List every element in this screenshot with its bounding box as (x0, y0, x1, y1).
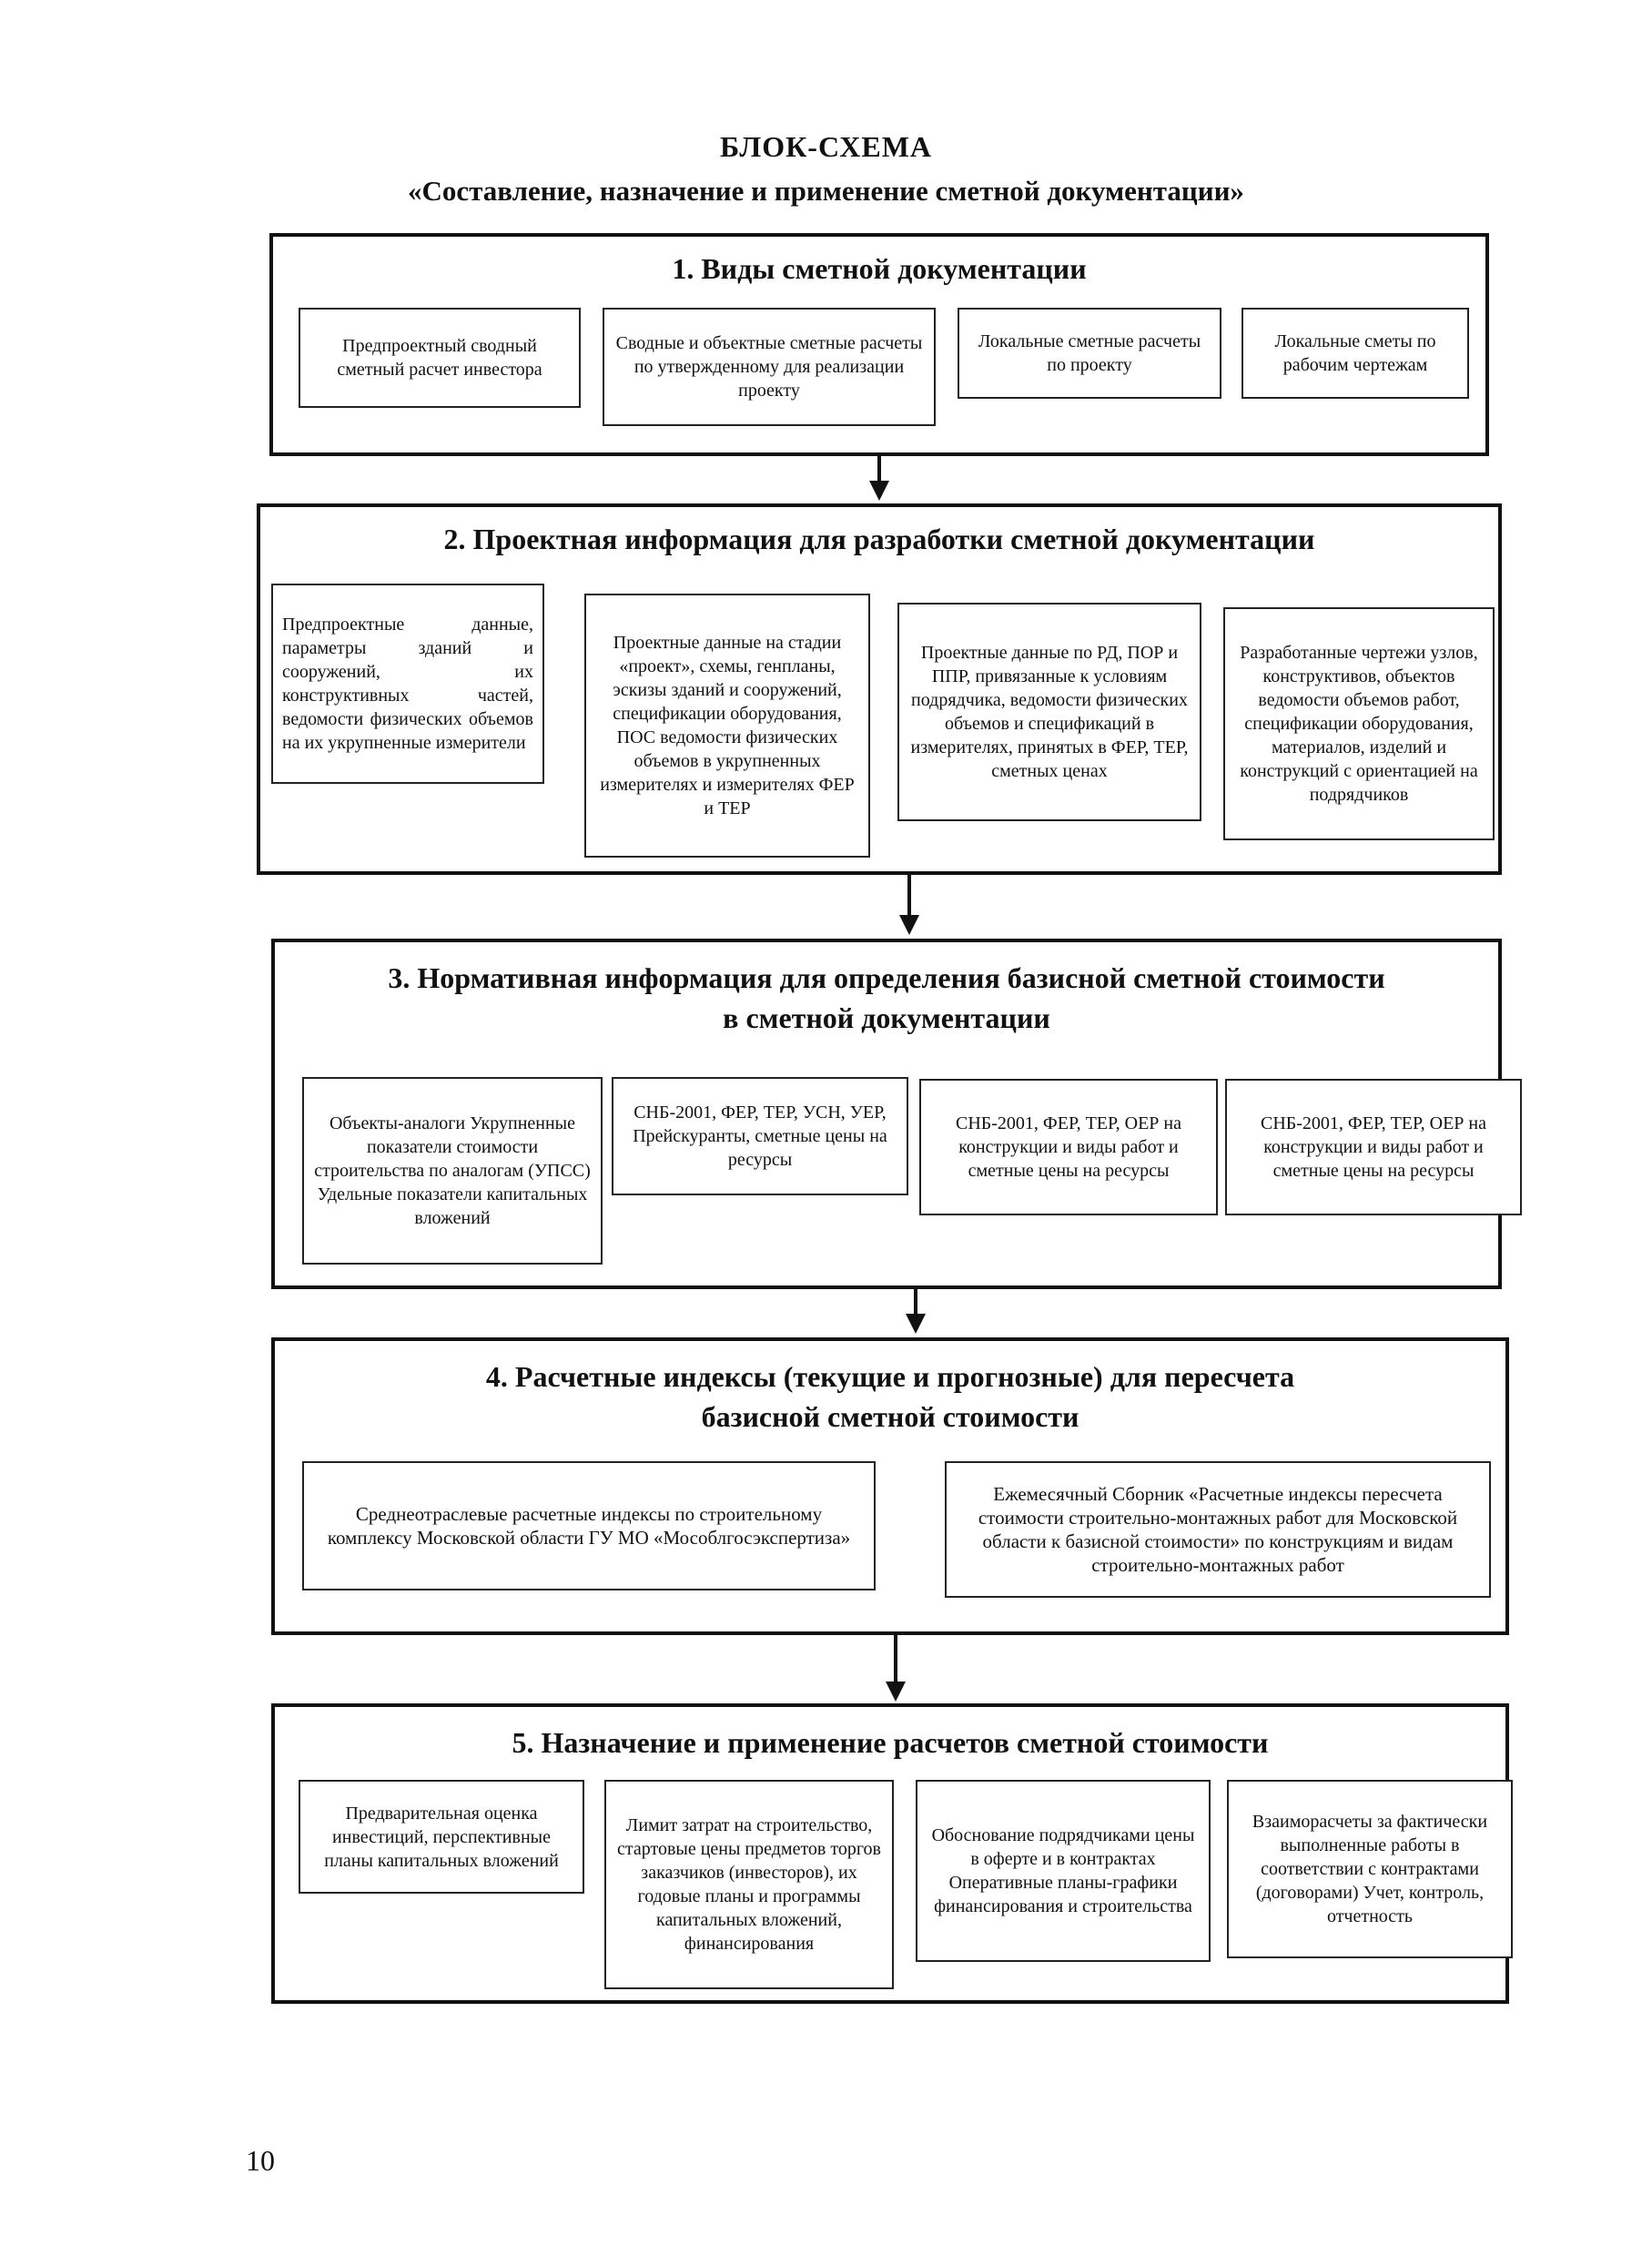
section-5-heading: 5. Назначение и применение расчетов смет… (512, 1726, 1269, 1759)
section-3-box-4: СНБ-2001, ФЕР, ТЕР, ОЕР на конструкции и… (1225, 1079, 1522, 1215)
page-number: 10 (246, 2144, 275, 2177)
section-1-box-2: Сводные и объектные сметные расчеты по у… (603, 308, 936, 426)
section-2-box-1: Предпроектные данные, параметры зданий и… (271, 584, 544, 784)
section-1-box-3: Локальные сметные расчеты по проекту (958, 308, 1221, 399)
section-1: 1. Виды сметной документации Предпроектн… (269, 233, 1489, 456)
section-2-box-3: Проектные данные по РД, ПОР и ППР, привя… (897, 603, 1201, 821)
section-4-box-1: Среднеотраслевые расчетные индексы по ст… (302, 1461, 876, 1590)
section-2: 2. Проектная информация для разработки с… (257, 503, 1502, 875)
section-3-box-2: СНБ-2001, ФЕР, ТЕР, УСН, УЕР, Прейскуран… (612, 1077, 908, 1195)
arrow-2-3 (907, 875, 911, 916)
section-4-heading-line2: базисной сметной стоимости (701, 1400, 1079, 1433)
section-1-heading: 1. Виды сметной документации (672, 252, 1087, 285)
section-4: 4. Расчетные индексы (текущие и прогнозн… (271, 1337, 1509, 1635)
diagram-title: БЛОК-СХЕМА (720, 130, 932, 163)
section-2-box-2: Проектные данные на стадии «проект», схе… (584, 594, 870, 858)
diagram-subtitle: «Составление, назначение и применение см… (408, 175, 1244, 207)
arrow-4-5-head (886, 1682, 906, 1702)
section-2-heading: 2. Проектная информация для разработки с… (443, 523, 1315, 555)
arrow-4-5 (894, 1635, 897, 1682)
section-3-box-3: СНБ-2001, ФЕР, ТЕР, ОЕР на конструкции и… (919, 1079, 1218, 1215)
section-1-box-4: Локальные сметы по рабочим чертежам (1242, 308, 1469, 399)
section-2-box-4: Разработанные чертежи узлов, конструктив… (1223, 607, 1495, 840)
section-5: 5. Назначение и применение расчетов смет… (271, 1703, 1513, 2004)
section-4-box-2: Ежемесячный Сборник «Расчетные индексы п… (945, 1461, 1491, 1598)
arrow-3-4 (914, 1289, 917, 1315)
section-5-box-1: Предварительная оценка инвестиций, персп… (299, 1780, 584, 1894)
section-3-heading-line1: 3. Нормативная информация для определени… (388, 961, 1385, 994)
section-3-box-1: Объекты-аналоги Укрупненные показатели с… (302, 1077, 603, 1265)
section-5-box-2: Лимит затрат на строительство, стартовые… (604, 1780, 894, 1989)
arrow-1-2-head (869, 481, 889, 501)
arrow-1-2 (877, 456, 881, 482)
section-3: 3. Нормативная информация для определени… (271, 939, 1522, 1289)
section-4-heading-line1: 4. Расчетные индексы (текущие и прогнозн… (485, 1360, 1295, 1393)
arrow-3-4-head (906, 1314, 926, 1334)
arrow-2-3-head (899, 915, 919, 935)
section-5-box-3: Обоснование подрядчиками цены в оферте и… (916, 1780, 1211, 1962)
section-3-heading-line2: в сметной документации (723, 1001, 1050, 1034)
section-1-box-1: Предпроектный сводный сметный расчет инв… (299, 308, 581, 408)
section-5-box-4: Взаиморасчеты за фактически выполненные … (1227, 1780, 1513, 1958)
